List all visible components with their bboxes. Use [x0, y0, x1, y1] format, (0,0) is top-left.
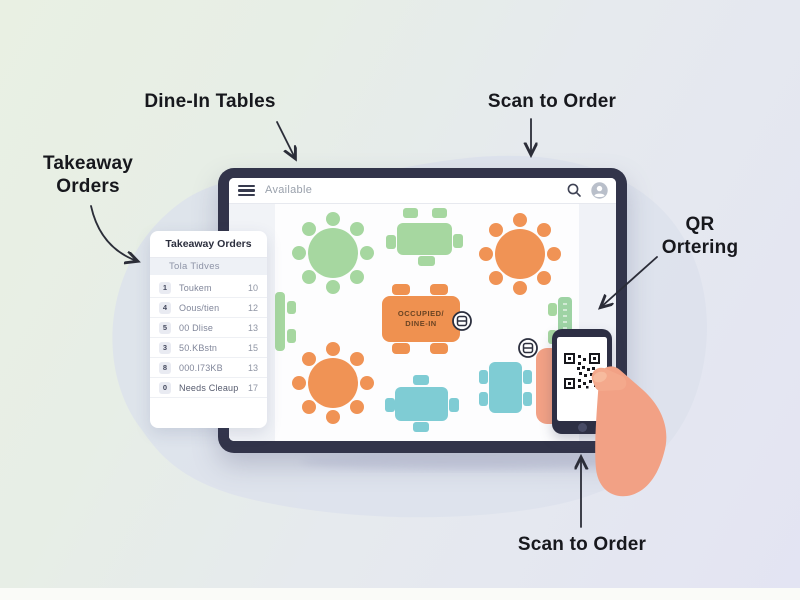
table-row[interactable]: 3 50.KBstn 15 — [150, 338, 267, 358]
round-table-occupied-1[interactable] — [479, 213, 561, 295]
row-badge: 5 — [159, 321, 171, 334]
annotation-scan-to-order-bottom: Scan to Order — [517, 534, 647, 555]
menu-icon[interactable] — [238, 185, 255, 196]
table-row[interactable]: 1 Toukem 10 — [150, 278, 267, 298]
avatar-icon[interactable] — [591, 182, 608, 199]
status-label: Available — [265, 184, 313, 196]
panel-title: Takeaway Orders — [150, 231, 267, 258]
bottom-strip — [0, 588, 800, 600]
occupied-table-label: OCCUPIED/ DINE-IN — [397, 309, 445, 328]
row-label: Needs Cleaup — [179, 383, 239, 393]
table-row[interactable]: 5 00 Dlise 13 — [150, 318, 267, 338]
row-label: Oous/tien — [179, 303, 220, 313]
row-label: 00 Dlise — [179, 323, 214, 333]
round-table-occupied-2[interactable] — [292, 342, 374, 424]
rect-table-reserved-2[interactable] — [479, 362, 532, 413]
row-label: 000.I73KB — [179, 363, 223, 373]
row-label: Toukem — [179, 283, 212, 293]
booth-left[interactable] — [275, 292, 296, 351]
rect-table-available[interactable] — [386, 208, 463, 266]
round-table-available-1[interactable] — [292, 212, 374, 294]
row-badge: 8 — [159, 361, 171, 374]
row-value: 15 — [247, 343, 258, 353]
row-value: 13 — [247, 363, 258, 373]
row-badge: 3 — [159, 341, 171, 354]
row-value: 17 — [247, 383, 258, 393]
tablet-frame: Available — [218, 168, 627, 453]
tablet-screen: Available — [229, 178, 616, 441]
row-badge: 4 — [159, 301, 171, 314]
table-row[interactable]: 4 Oous/tien 12 — [150, 298, 267, 318]
panel-rows: 1 Toukem 10 4 Oous/tien 12 5 00 Dlise 13… — [150, 275, 267, 398]
row-badge: 0 — [159, 381, 171, 394]
table-status-icon-1[interactable] — [452, 311, 472, 331]
hand — [591, 366, 667, 497]
phone-home-button — [577, 423, 587, 432]
row-value: 13 — [247, 323, 258, 333]
annotation-scan-to-order-top: Scan to Order — [487, 91, 617, 112]
topbar: Available — [229, 178, 616, 204]
panel-subtitle: Tola Tidves — [150, 258, 267, 275]
table-row[interactable]: 8 000.I73KB 13 — [150, 358, 267, 378]
annotation-dine-in-tables: Dine-In Tables — [144, 91, 276, 112]
row-value: 12 — [247, 303, 258, 313]
search-icon[interactable] — [566, 182, 582, 198]
row-label: 50.KBstn — [179, 343, 218, 353]
row-value: 10 — [247, 283, 258, 293]
annotation-takeaway-orders: Takeaway Orders — [43, 153, 133, 197]
table-row[interactable]: 0 Needs Cleaup 17 — [150, 378, 267, 398]
rect-table-reserved-1[interactable] — [385, 375, 459, 432]
row-badge: 1 — [159, 281, 171, 294]
annotation-qr-ordering: QR Ortering — [661, 214, 739, 258]
takeaway-panel: Takeaway Orders Tola Tidves 1 Toukem 10 … — [150, 231, 267, 428]
occupied-table[interactable] — [382, 284, 460, 354]
table-status-icon-2[interactable] — [518, 338, 538, 358]
phone-notch — [572, 329, 592, 334]
floor-plan: OCCUPIED/ DINE-IN — [229, 204, 616, 441]
